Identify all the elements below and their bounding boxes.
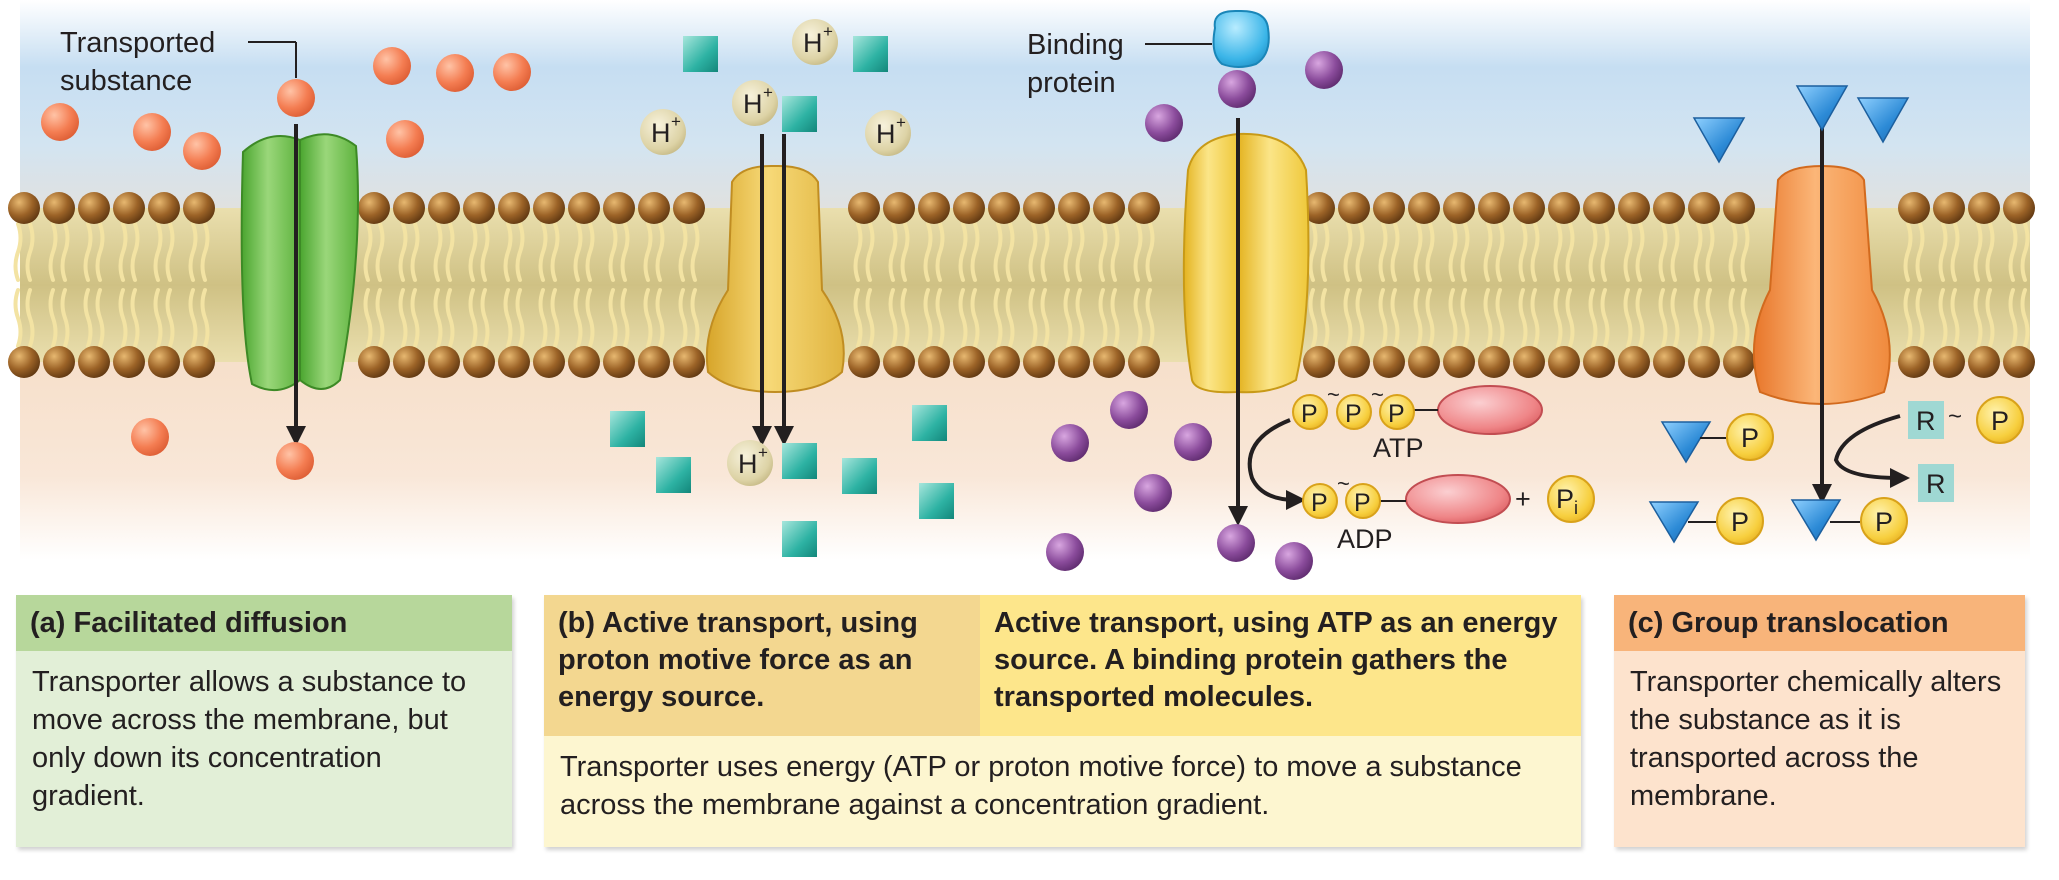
svg-text:P: P [1741, 423, 1759, 453]
atp-to-adp-arrow [1247, 418, 1306, 510]
adp-molecule: P ~ P ADP + P i [1302, 471, 1595, 554]
svg-text:+: + [758, 443, 768, 462]
atp-transporter [1182, 132, 1310, 394]
svg-text:P: P [1731, 507, 1749, 537]
svg-text:~: ~ [1371, 382, 1384, 407]
active-transport-panel: (b) Active transport, using proton motiv… [544, 595, 1581, 847]
svg-text:H: H [743, 89, 763, 119]
svg-text:+: + [896, 113, 906, 132]
svg-text:P: P [1354, 489, 1371, 517]
svg-text:P: P [1311, 489, 1328, 517]
svg-text:H: H [651, 118, 671, 148]
atp-molecule: P ~ P ~ P ATP [1292, 382, 1543, 463]
proton-motive-title: (b) Active transport, using proton motiv… [544, 595, 980, 736]
substrate-atp-inside [1046, 391, 1313, 580]
svg-text:P: P [1991, 406, 2009, 436]
substrate-atp-outside [1145, 51, 1343, 142]
facilitated-diffusion-transporter [240, 133, 359, 391]
svg-text:+: + [763, 83, 773, 102]
svg-text:i: i [1574, 498, 1578, 518]
svg-text:P: P [1345, 400, 1362, 428]
membrane-transport-diagram: Transported substance H + H + H + H + H … [8, 0, 2035, 580]
binding-protein: Binding protein [1027, 9, 1270, 108]
active-transport-description: Transporter uses energy (ATP or proton m… [560, 751, 1522, 821]
svg-text:H: H [738, 449, 758, 479]
phosphorylated-substrate-c: P P P [1648, 413, 1908, 545]
svg-text:P: P [1301, 400, 1318, 428]
svg-text:~: ~ [1337, 471, 1350, 496]
substrate-b-inside [610, 405, 954, 557]
lipid-heads [8, 192, 2035, 378]
substrate-b-outside [683, 36, 888, 132]
svg-text:Transported: Transported [60, 27, 215, 59]
proton-inside: H + [727, 440, 773, 486]
svg-text:P: P [1875, 507, 1893, 537]
svg-text:~: ~ [1327, 382, 1340, 407]
lipid-tails [13, 222, 2030, 348]
group-translocation-description: Transporter chemically alters the substa… [1630, 666, 2002, 812]
substrate-c-outside [1692, 85, 1910, 164]
svg-text:P: P [1388, 400, 1405, 428]
svg-text:Binding: Binding [1027, 29, 1124, 61]
facilitated-diffusion-title: (a) Facilitated diffusion [16, 595, 512, 651]
facilitated-diffusion-description: Transporter allows a substance to move a… [32, 666, 467, 812]
svg-text:+: + [671, 112, 681, 131]
facilitated-diffusion-panel: (a) Facilitated diffusion Transporter al… [16, 595, 512, 847]
svg-text:protein: protein [1027, 67, 1116, 99]
protons-outside: H + H + H + H + [640, 19, 911, 156]
substance-a-inside [131, 418, 314, 480]
svg-text:H: H [803, 28, 823, 58]
svg-text:P: P [1556, 484, 1574, 514]
proton-motive-transporter [705, 164, 845, 394]
group-translocation-title: (c) Group translocation [1614, 595, 2025, 651]
substance-a-outside [41, 47, 531, 170]
group-translocation-panel: (c) Group translocation Transporter chem… [1614, 595, 2025, 847]
svg-text:R: R [1926, 469, 1946, 499]
svg-text:ADP: ADP [1337, 524, 1393, 554]
label-transported-substance: Transported substance [60, 27, 297, 97]
svg-text:substance: substance [60, 65, 192, 97]
svg-text:+: + [823, 22, 833, 41]
r-group-exchange: R ~ P R [1833, 396, 2024, 502]
svg-text:+: + [1515, 484, 1531, 514]
svg-text:R: R [1916, 406, 1936, 436]
svg-text:ATP: ATP [1373, 433, 1424, 463]
atp-transport-title: Active transport, using ATP as an energy… [980, 595, 1581, 736]
svg-text:H: H [876, 119, 896, 149]
svg-text:~: ~ [1948, 403, 1962, 430]
